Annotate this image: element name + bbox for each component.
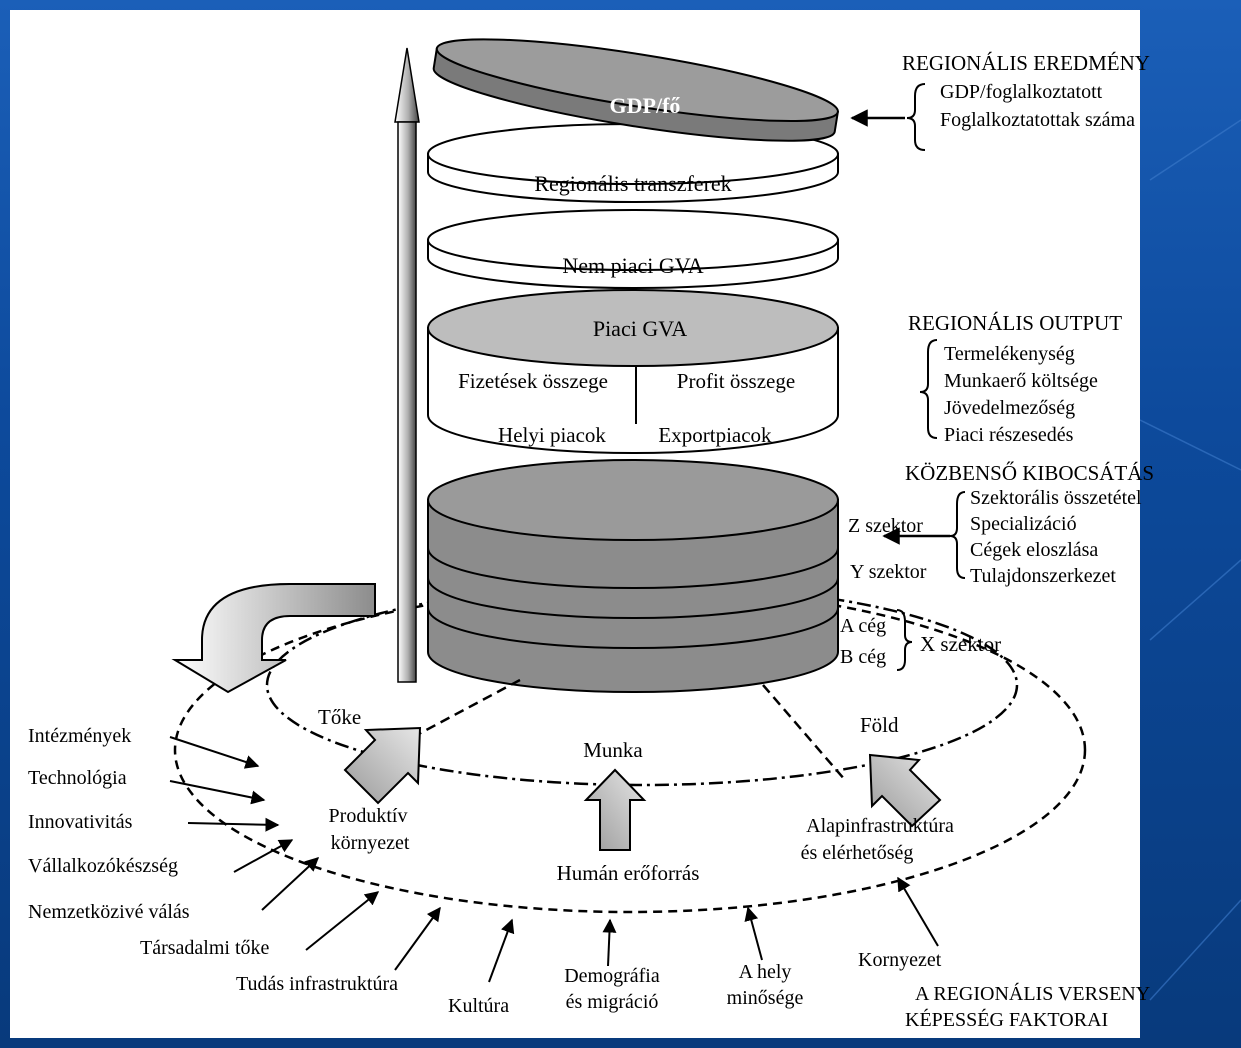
capital-label: Tőke — [318, 705, 361, 729]
intermediate-item: Tulajdonszerkezet — [970, 565, 1116, 587]
result-brace — [906, 83, 926, 151]
non-market-gva-label: Nem piaci GVA — [562, 253, 703, 278]
sector-x-label: X szektor — [920, 632, 1001, 656]
place-quality-label: minősége — [727, 987, 804, 1009]
growth-arrow — [394, 47, 420, 683]
labour-label: Munka — [583, 738, 643, 762]
intermediate-title: KÖZBENSŐ KIBOCSÁTÁS — [905, 461, 1154, 485]
factor-connectors — [399, 678, 846, 781]
non-market-gva-disc — [427, 209, 839, 289]
regional-transfers-label: Regionális transzferek — [534, 171, 731, 196]
firm-b-label: B cég — [840, 646, 886, 668]
result-item: Foglalkoztatottak száma — [940, 109, 1135, 131]
left-factor-label: Innovativitás — [28, 811, 133, 833]
left-factor-label: Technológia — [28, 767, 127, 789]
intermediate-item: Szektorális összetétel — [970, 487, 1142, 509]
place-quality-label: A hely — [739, 961, 792, 983]
output-title: REGIONÁLIS OUTPUT — [908, 311, 1122, 335]
wage-sum-label: Fizetések összege — [458, 369, 608, 393]
capital-arrow — [343, 726, 422, 805]
demography-label: Demográfia — [564, 965, 660, 987]
gdp-lid — [432, 38, 839, 142]
result-item: GDP/foglalkoztatott — [940, 81, 1103, 103]
infrastructure-label: és elérhetőség — [801, 842, 914, 864]
culture-label: Kultúra — [448, 995, 509, 1017]
left-factor-label: Intézmények — [28, 725, 131, 747]
left-factor-label: Tudás infrastruktúra — [236, 973, 398, 995]
inner-factor-ring — [265, 583, 1019, 787]
sector-y-label: Y szektor — [850, 561, 927, 583]
profit-sum-label: Profit összege — [677, 369, 795, 393]
firms-brace — [896, 609, 913, 671]
market-gva-label: Piaci GVA — [593, 316, 687, 341]
export-markets-label: Exportpiacok — [658, 423, 772, 447]
intermediate-brace — [949, 491, 966, 579]
productive-env-label: Produktív — [329, 805, 408, 827]
labour-arrow — [583, 768, 647, 851]
left-factor-label: Társadalmi tőke — [140, 937, 270, 959]
sector-z-label: Z szektor — [848, 515, 923, 537]
firm-a-label: A cég — [840, 615, 886, 637]
land-label: Föld — [860, 713, 899, 737]
left-factor-label: Nemzetközivé válás — [28, 901, 190, 923]
output-item: Jövedelmezőség — [944, 397, 1075, 419]
caption-line: KÉPESSÉG FAKTORAI — [905, 1008, 1108, 1031]
output-brace — [919, 339, 938, 439]
left-factor-label: Vállalkozókészség — [28, 855, 178, 877]
market-gva-cylinder — [427, 289, 839, 454]
caption-line: A REGIONÁLIS VERSENY — [915, 982, 1150, 1005]
intermediate-item: Specializáció — [970, 513, 1077, 535]
human-resources-label: Humán erőforrás — [557, 861, 700, 885]
land-arrow — [868, 753, 942, 828]
productive-env-label: környezet — [331, 832, 410, 854]
output-item: Munkaerő költsége — [944, 370, 1098, 392]
sector-cylinder — [427, 459, 839, 693]
local-markets-label: Helyi piacok — [498, 423, 606, 447]
demography-label: és migráció — [566, 991, 659, 1013]
environment-label: Kornyezet — [858, 949, 942, 971]
factor-pointers — [169, 736, 939, 983]
output-item: Termelékenység — [944, 343, 1075, 365]
result-title: REGIONÁLIS EREDMÉNY — [902, 51, 1150, 75]
intermediate-item: Cégek eloszlása — [970, 539, 1098, 561]
feedback-curved-arrow — [171, 583, 376, 694]
output-item: Piaci részesedés — [944, 424, 1074, 446]
gdp-label: GDP/fő — [610, 93, 681, 118]
infrastructure-label: Alapinfrastruktúra — [806, 815, 954, 837]
